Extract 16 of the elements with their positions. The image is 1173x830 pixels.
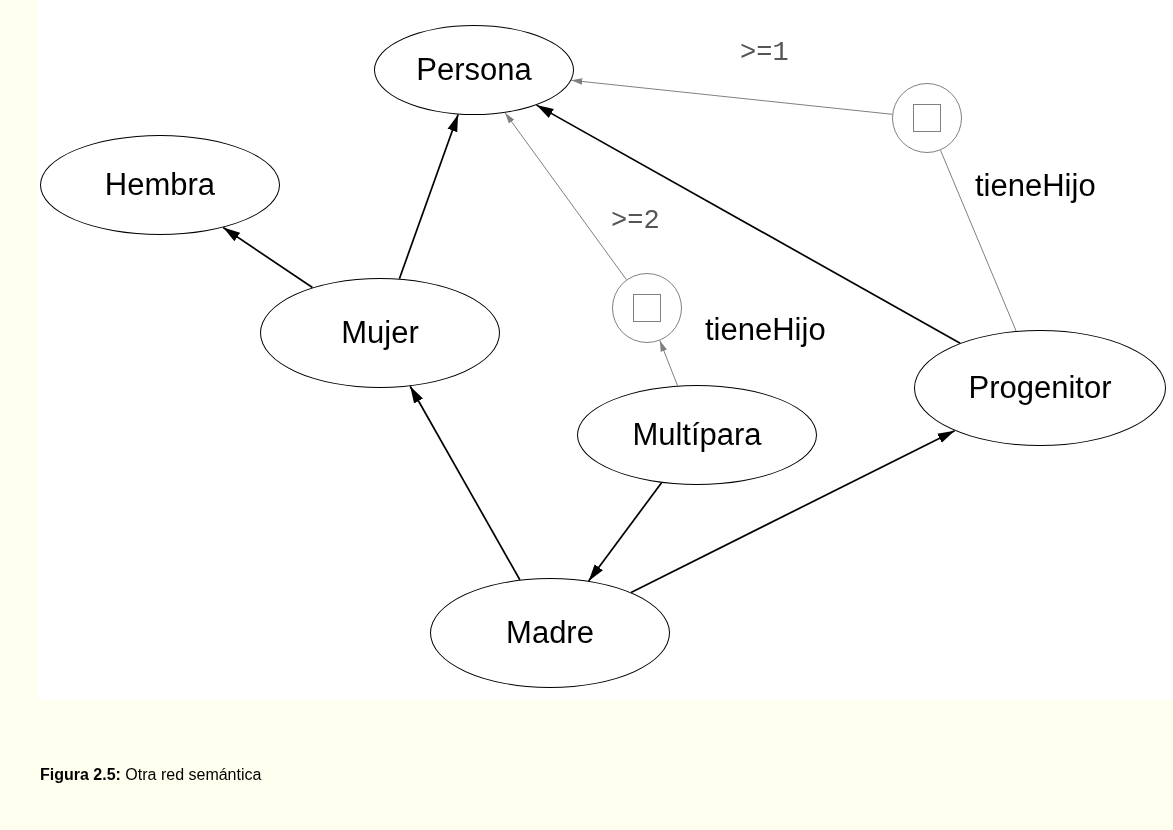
- arrow: [570, 78, 893, 115]
- concept-label: Progenitor: [968, 370, 1112, 406]
- arrow: [659, 340, 679, 387]
- arrow: [222, 226, 314, 289]
- concept-label: Hembra: [104, 167, 216, 203]
- concept-label: Madre: [506, 615, 594, 651]
- arrow: [630, 429, 956, 594]
- concept-label: Persona: [416, 52, 532, 88]
- concept-label: Multípara: [632, 417, 762, 453]
- arrow: [398, 113, 459, 280]
- role-label: tieneHijo: [975, 168, 1096, 204]
- role-label: tieneHijo: [705, 312, 826, 348]
- arrow: [587, 481, 663, 582]
- arrow: [535, 104, 961, 344]
- concept-label: Mujer: [341, 315, 419, 351]
- figure-caption: Figura 2.5: Otra red semántica: [40, 766, 262, 784]
